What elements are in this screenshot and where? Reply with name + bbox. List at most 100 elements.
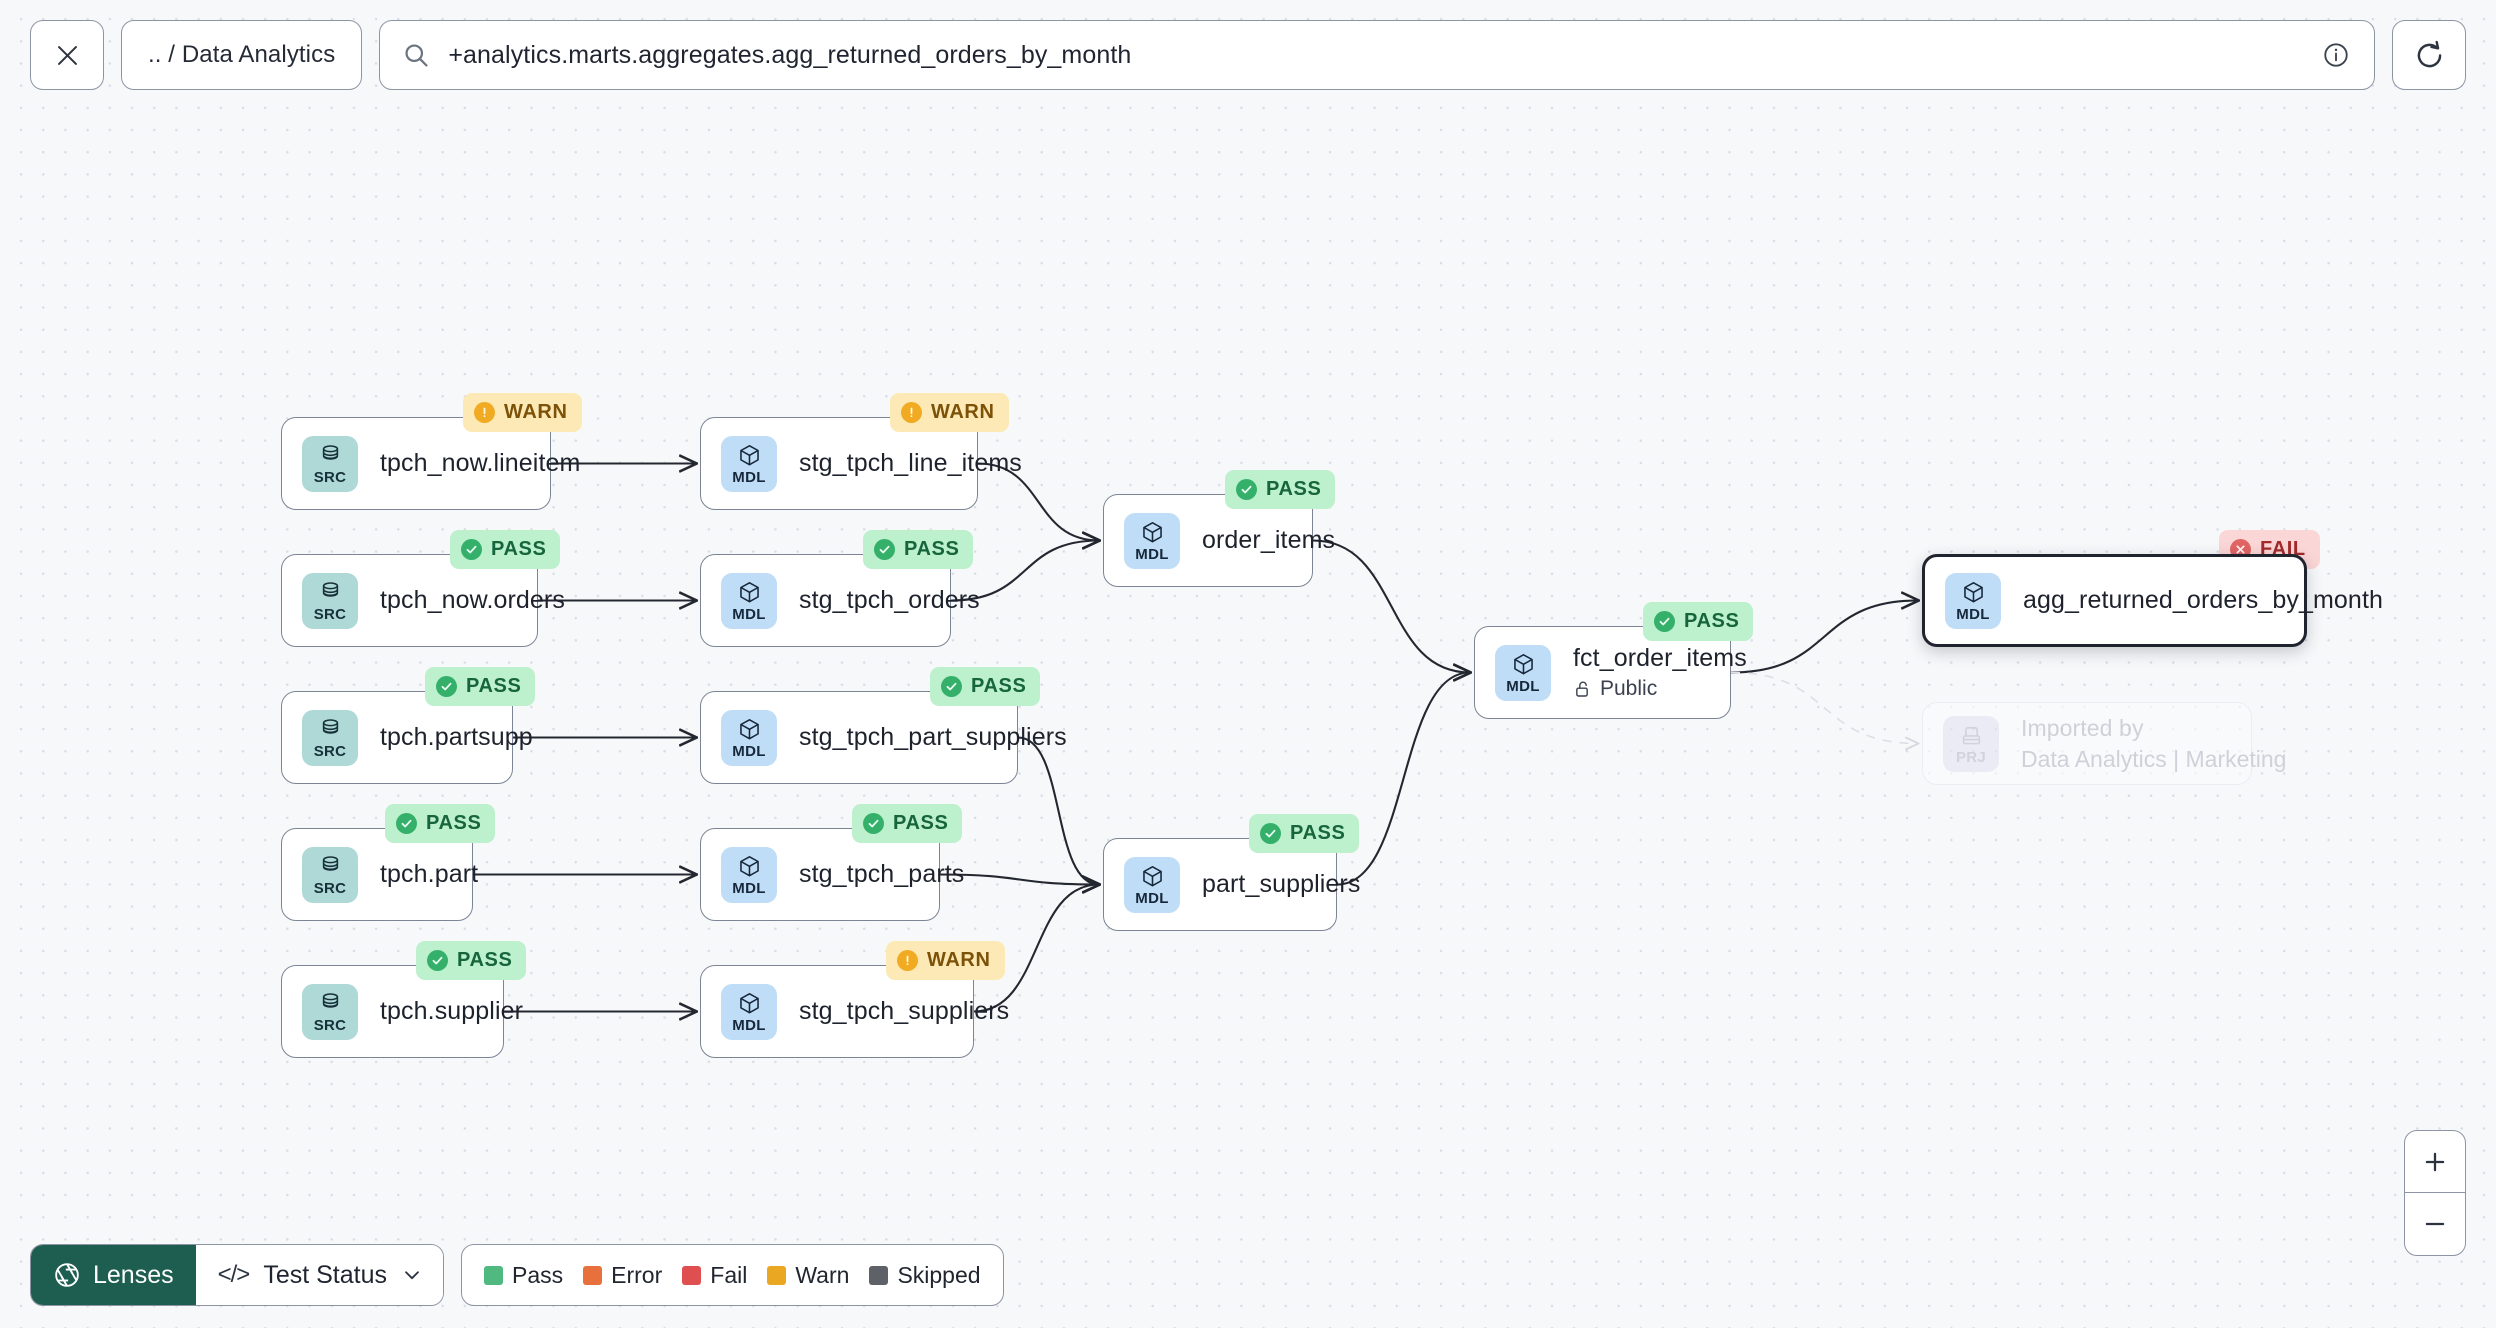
legend-swatch — [484, 1265, 503, 1285]
status-badge-pass[interactable]: PASS — [1249, 814, 1360, 853]
node-type-code: MDL — [1135, 545, 1169, 563]
legend-label: Pass — [512, 1261, 564, 1288]
legend-item-skipped[interactable]: Skipped — [869, 1262, 981, 1289]
graph-node-tpch_now_lineitem[interactable]: SRC tpch_now.lineitem — [281, 417, 580, 510]
legend-item-error[interactable]: Error — [583, 1262, 662, 1289]
status-badge-pass[interactable]: PASS — [1225, 470, 1336, 509]
legend-swatch — [682, 1265, 702, 1285]
node-type-code: SRC — [313, 879, 347, 897]
node-title: tpch.supplier — [380, 997, 524, 1025]
legend-item-fail[interactable]: Fail — [682, 1262, 747, 1289]
zoom-in-button[interactable] — [2405, 1131, 2465, 1193]
status-badge-pass[interactable]: PASS — [450, 530, 561, 569]
status-badge-warn[interactable]: WARN — [463, 393, 582, 432]
node-type-badge-mdl: MDL — [721, 846, 777, 903]
legend-swatch — [869, 1265, 889, 1285]
node-labels: tpch.partsupp — [380, 723, 555, 752]
cube-icon — [1142, 521, 1162, 542]
graph-node-stg_tpch_parts[interactable]: MDL stg_tpch_parts — [700, 828, 964, 921]
status-badge-pass[interactable]: PASS — [930, 667, 1041, 706]
cube-icon — [739, 581, 759, 602]
lenses-button[interactable]: Lenses — [31, 1245, 196, 1305]
zoom-out-button[interactable] — [2405, 1193, 2465, 1255]
node-type-badge-src: SRC — [302, 572, 358, 629]
node-type-code: SRC — [313, 468, 347, 486]
status-badge-pass[interactable]: PASS — [416, 941, 527, 980]
status-badge-pass[interactable]: PASS — [863, 530, 974, 569]
check-icon — [432, 956, 443, 965]
lenses-label: Lenses — [93, 1260, 174, 1289]
info-icon[interactable] — [2322, 41, 2350, 69]
node-title: tpch_now.lineitem — [380, 449, 581, 477]
node-type-badge-mdl: MDL — [721, 435, 777, 492]
graph-node-tpch_supplier[interactable]: SRC tpch.supplier — [281, 965, 523, 1058]
cube-icon — [739, 992, 759, 1013]
node-labels: tpch_now.lineitem — [380, 449, 602, 478]
check-icon — [1659, 617, 1670, 626]
legend-item-pass[interactable]: Pass — [484, 1262, 563, 1289]
node-type-code: SRC — [313, 1016, 347, 1034]
node-subtitle-text: Public — [1600, 677, 1658, 700]
test-status-dropdown[interactable]: </> Test Status — [195, 1245, 443, 1305]
database-icon — [322, 718, 338, 734]
node-type-badge-src: SRC — [302, 983, 358, 1040]
status-badge-warn[interactable]: WARN — [886, 941, 1005, 980]
node-type-code: SRC — [313, 742, 347, 760]
node-title: stg_tpch_parts — [799, 860, 965, 888]
status-dot — [427, 950, 448, 971]
legend-label: Warn — [795, 1261, 850, 1288]
search-input[interactable]: +analytics.marts.aggregates.agg_returned… — [448, 40, 1132, 69]
refresh-button[interactable] — [2392, 20, 2466, 90]
node-labels: order_items — [1202, 526, 1357, 555]
status-dot — [1260, 823, 1281, 844]
node-title: Imported by — [2021, 714, 2144, 741]
check-icon — [1241, 485, 1252, 494]
search-icon — [405, 44, 428, 67]
status-dot — [474, 402, 495, 423]
status-dot — [897, 950, 918, 971]
status-badge-pass[interactable]: PASS — [1643, 602, 1754, 641]
plus-icon — [2425, 1152, 2445, 1171]
node-type-badge-mdl: MDL — [1945, 572, 2001, 629]
status-label: PASS — [457, 949, 513, 971]
node-type-badge-mdl: MDL — [721, 709, 777, 766]
node-labels: stg_tpch_parts — [799, 860, 986, 889]
breadcrumb[interactable]: .. / Data Analytics — [121, 20, 363, 90]
status-dot — [461, 539, 482, 560]
legend-item-warn[interactable]: Warn — [767, 1262, 849, 1289]
chevron-down-icon — [405, 1271, 419, 1280]
test-status-label: Test Status — [263, 1260, 387, 1289]
node-type-badge-mdl: MDL — [721, 983, 777, 1040]
status-label: PASS — [1290, 822, 1346, 844]
status-badge-pass[interactable]: PASS — [425, 667, 536, 706]
status-badge-pass[interactable]: PASS — [385, 804, 496, 843]
status-badge-pass[interactable]: PASS — [852, 804, 963, 843]
status-label: PASS — [426, 812, 482, 834]
node-type-badge-mdl: MDL — [1124, 856, 1180, 913]
status-badge-warn[interactable]: WARN — [890, 393, 1009, 432]
status-label: PASS — [1266, 478, 1322, 500]
refresh-icon — [2417, 40, 2441, 67]
database-icon — [322, 855, 338, 871]
unlock-icon — [1576, 681, 1588, 697]
close-button[interactable] — [30, 20, 104, 90]
check-icon — [466, 545, 477, 554]
search-bar[interactable]: +analytics.marts.aggregates.agg_returned… — [379, 20, 2375, 90]
legend-swatch — [767, 1265, 787, 1285]
check-icon — [879, 545, 890, 554]
